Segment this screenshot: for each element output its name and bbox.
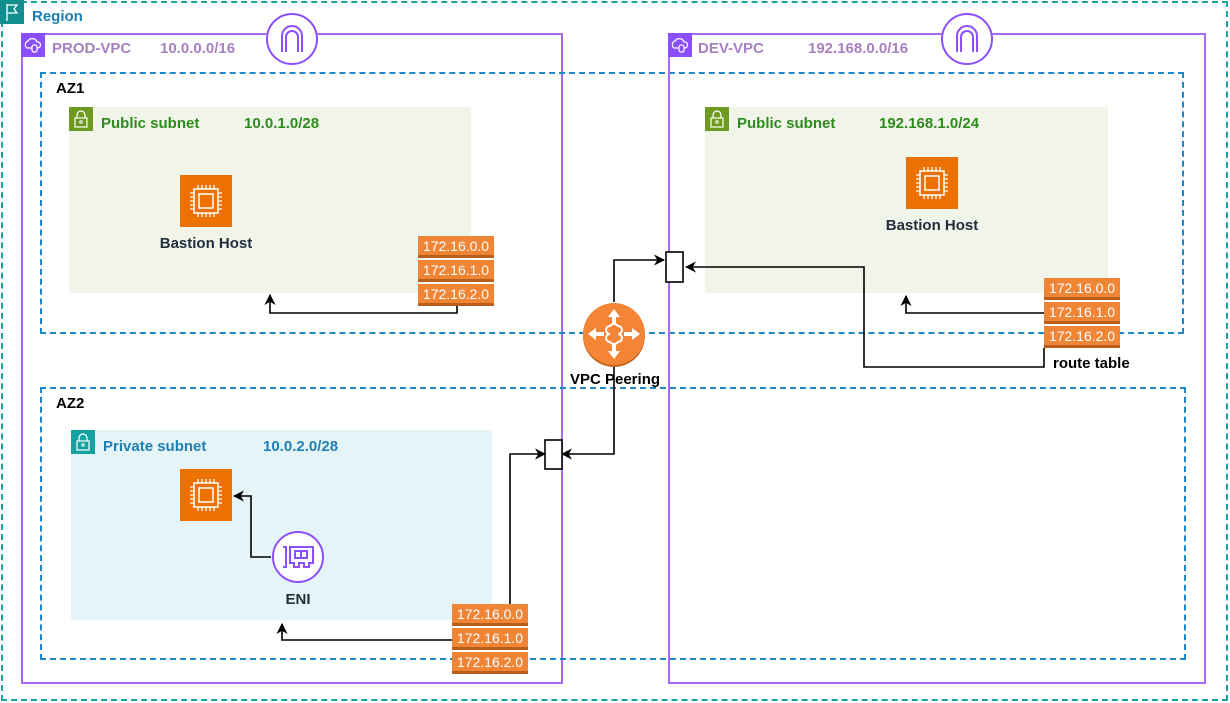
dev-vpc-cloud-icon	[668, 33, 692, 57]
public-subnet-lock-icon	[69, 107, 93, 131]
prod-az1-route-entry[interactable]: 172.16.1.0	[418, 260, 494, 282]
dev-route-entry[interactable]: 172.16.1.0	[1044, 302, 1120, 324]
dev-vpc-container	[668, 33, 1206, 684]
private-ec2-icon[interactable]	[180, 469, 232, 521]
dev-vpc-cidr: 192.168.0.0/16	[808, 40, 909, 57]
prod-vpc-cloud-icon	[21, 33, 45, 57]
prod-public-subnet-cidr: 10.0.1.0/28	[244, 115, 320, 132]
prod-az1-route-entry[interactable]: 172.16.0.0	[418, 236, 494, 258]
prod-bastion-host-label: Bastion Host	[159, 235, 253, 252]
prod-vpc-cidr: 10.0.0.0/16	[160, 40, 236, 57]
prod-public-subnet-label: Public subnet	[101, 115, 200, 132]
prod-private-subnet-label: Private subnet	[103, 438, 207, 455]
prod-az2-route-entry[interactable]: 172.16.2.0	[452, 652, 528, 674]
public-subnet-lock-icon	[705, 107, 729, 131]
vpc-peering-router-icon[interactable]	[582, 303, 646, 367]
dev-route-entry[interactable]: 172.16.0.0	[1044, 278, 1120, 300]
region-label: Region	[32, 8, 83, 25]
dev-public-subnet-cidr: 192.168.1.0/24	[879, 115, 980, 132]
dev-route-entry[interactable]: 172.16.2.0	[1044, 326, 1120, 348]
prod-private-subnet-cidr: 10.0.2.0/28	[263, 438, 339, 455]
prod-bastion-ec2-icon[interactable]	[180, 175, 232, 227]
prod-az1-route-entry[interactable]: 172.16.2.0	[418, 284, 494, 306]
prod-internet-gateway-icon[interactable]	[265, 12, 319, 66]
region-flag-icon	[0, 0, 24, 24]
eni-label: ENI	[285, 591, 311, 608]
prod-az2-route-entry[interactable]: 172.16.0.0	[452, 604, 528, 626]
az1-label: AZ1	[56, 80, 85, 97]
dev-vpc-name: DEV-VPC	[698, 40, 764, 57]
network-interface-icon[interactable]	[271, 530, 325, 584]
az2-label: AZ2	[56, 395, 85, 412]
private-subnet-lock-icon	[71, 430, 95, 454]
prod-public-subnet	[69, 107, 471, 293]
route-table-label: route table	[1053, 355, 1130, 372]
vpc-peering-label: VPC Peering	[569, 371, 661, 388]
dev-public-subnet-label: Public subnet	[737, 115, 836, 132]
prod-private-subnet	[71, 430, 492, 620]
prod-az2-route-entry[interactable]: 172.16.1.0	[452, 628, 528, 650]
prod-vpc-name: PROD-VPC	[52, 40, 132, 57]
dev-internet-gateway-icon[interactable]	[940, 12, 994, 66]
dev-bastion-ec2-icon[interactable]	[906, 157, 958, 209]
dev-bastion-host-label: Bastion Host	[885, 217, 979, 234]
